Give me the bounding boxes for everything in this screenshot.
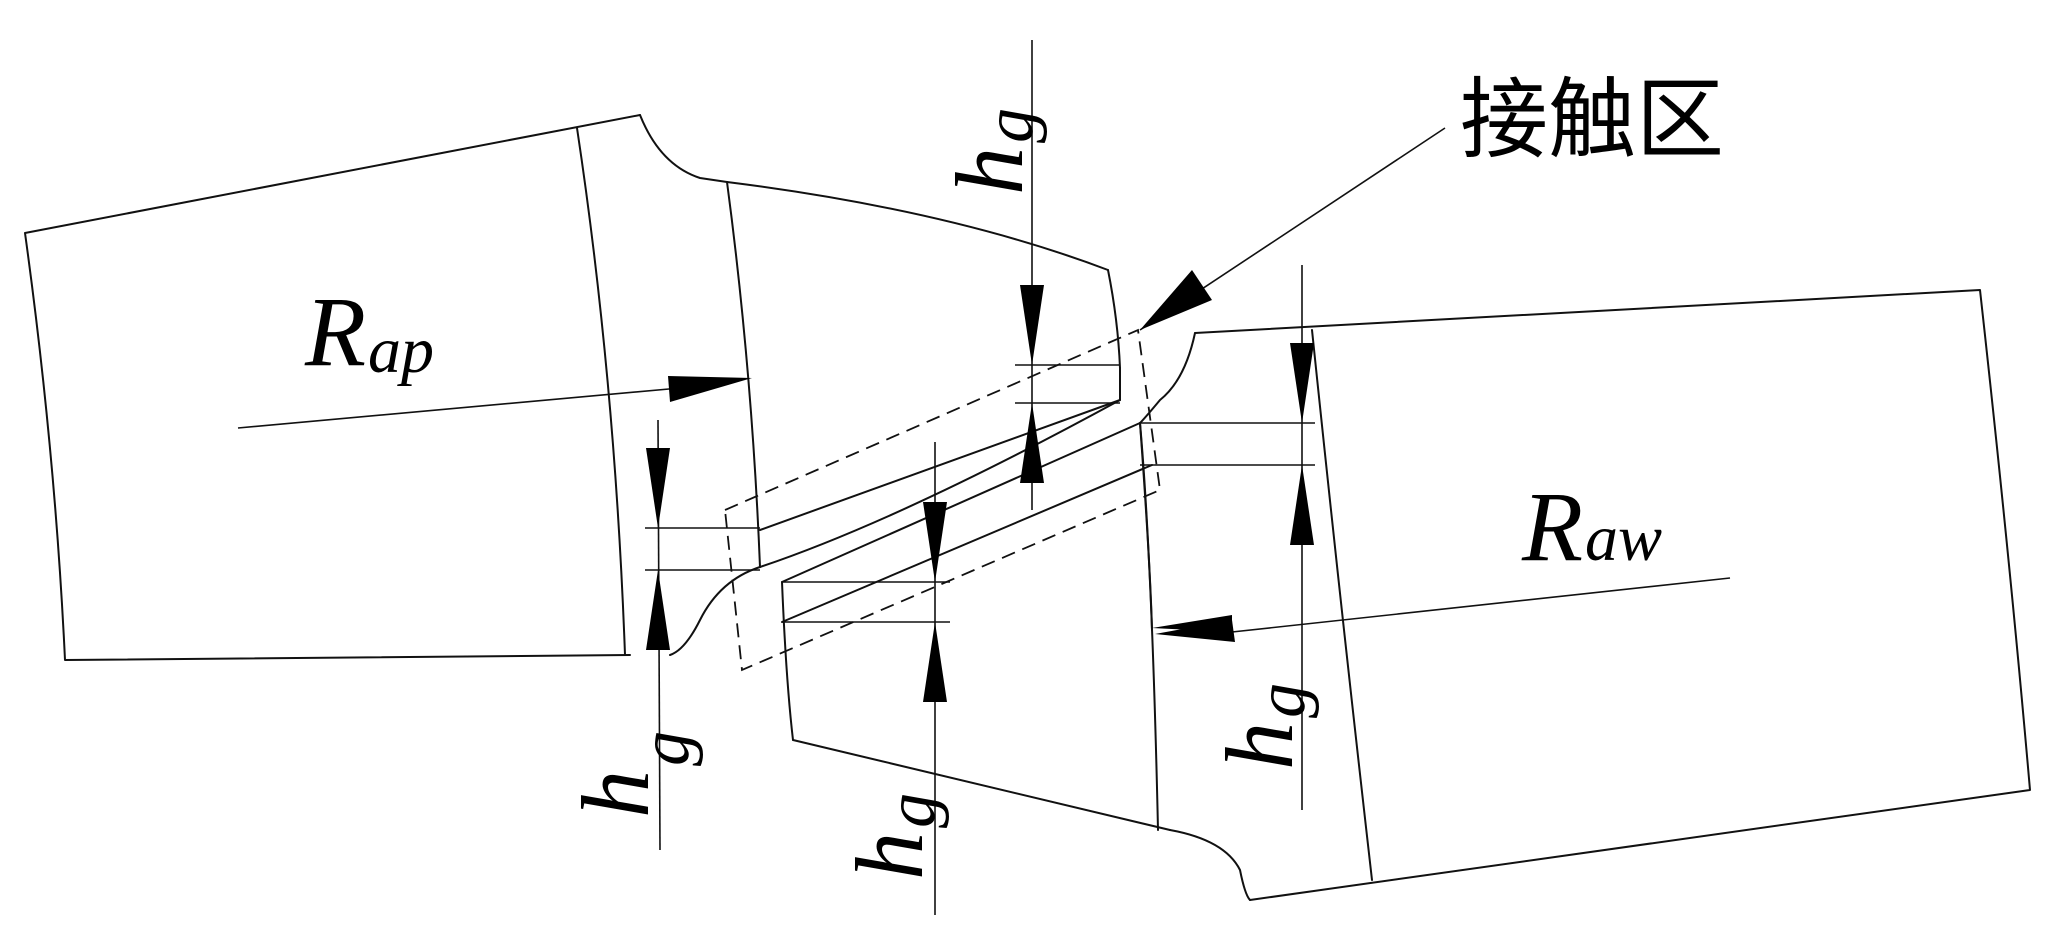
right-gear-tooth-bottom-flank — [792, 739, 1171, 831]
left-gear-outline — [24, 114, 641, 661]
contact-flanks — [759, 367, 1153, 623]
left-gear-body — [24, 114, 1121, 661]
left-tooth-lower-flank — [759, 399, 1121, 531]
hg-label-middle: h g — [836, 793, 950, 880]
contact-line — [759, 399, 1121, 568]
r-ap-label-main: R — [304, 276, 366, 387]
r-aw-arrow — [1152, 577, 1731, 642]
r-aw-label-sub: aw — [1585, 502, 1662, 575]
right-gear-body — [781, 289, 2031, 901]
svg-text:h: h — [562, 770, 669, 818]
right-gear-inner-line — [1139, 422, 1159, 831]
svg-text:h: h — [936, 147, 1043, 195]
hg-dimension-right — [1140, 265, 1315, 810]
left-gear-tooth-root-line — [726, 181, 761, 568]
contact-line-lower — [781, 464, 1153, 623]
right-tooth-upper-flank — [781, 422, 1141, 583]
contact-zone-label: 接触区 — [1460, 68, 1724, 171]
left-gear-lower-fillet — [669, 566, 761, 656]
hg-dimension-left — [645, 419, 760, 851]
left-gear-tooth-tip — [1107, 269, 1121, 369]
hg-dimension-middle-lower — [782, 442, 950, 915]
svg-text:g: g — [1243, 683, 1320, 718]
r-ap-arrow — [237, 376, 752, 429]
right-gear-upper-fillet — [1139, 332, 1196, 424]
right-gear-tooth-tip — [781, 581, 794, 741]
right-gear-pitch-line — [1311, 329, 1373, 881]
contact-zone-leader — [1139, 127, 1446, 331]
hg-label-right: h g — [1206, 683, 1320, 770]
svg-text:h: h — [836, 832, 943, 880]
hg-label-left: h g — [562, 731, 704, 818]
hg-dimension-top — [1015, 40, 1120, 510]
svg-text:g: g — [971, 108, 1048, 143]
svg-text:g: g — [873, 793, 950, 828]
r-ap-label-sub: ap — [368, 314, 434, 387]
r-aw-label-main: R — [1521, 471, 1583, 582]
right-gear-lower-fillet — [1169, 829, 1251, 901]
left-gear-upper-fillet — [639, 114, 728, 183]
left-gear-tooth-top-flank — [726, 181, 1109, 271]
svg-text:g: g — [627, 731, 704, 766]
svg-text:h: h — [1206, 722, 1313, 770]
right-gear-outline — [1194, 289, 2031, 901]
left-gear-pitch-line — [576, 127, 626, 656]
hg-label-top: h g — [936, 108, 1048, 195]
